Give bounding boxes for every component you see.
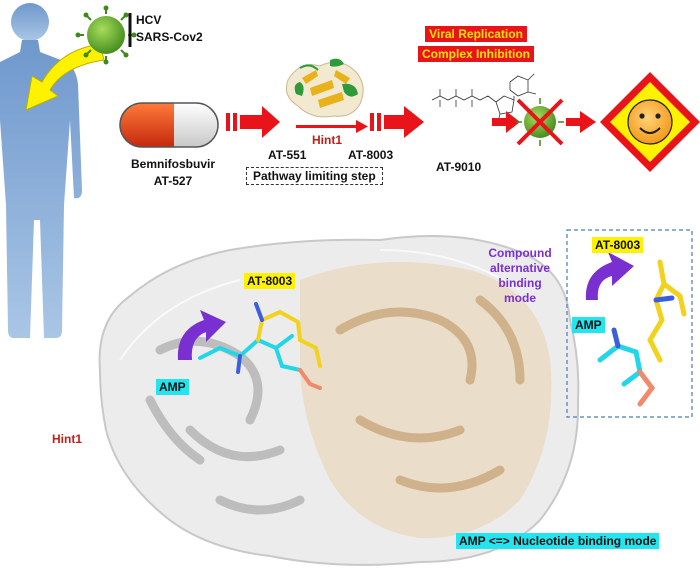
virus-list: HCV SARS-Cov2 (136, 12, 203, 46)
infection-arrow (25, 43, 105, 111)
enzyme-ribbon-icon (285, 58, 364, 118)
inset-caption: Compound alternative binding mode (478, 246, 562, 306)
inset-caption-line3: binding (498, 276, 542, 290)
hint1-protein-label: Hint1 (52, 432, 82, 446)
at551-label: AT-551 (268, 148, 307, 162)
arrow-at8003-to-at9010 (370, 106, 424, 138)
human-silhouette (0, 3, 82, 338)
inset-binding-shift-arrow (585, 252, 634, 300)
inset-ligand-sticks (597, 259, 687, 407)
at9010-label: AT-9010 (436, 160, 482, 174)
inset-caption-line4: mode (503, 291, 536, 305)
virus-item-hcv: HCV (136, 13, 162, 27)
at8003-structure-label: AT-8003 (244, 273, 296, 289)
hint1-protein-surface (98, 235, 580, 566)
inset-box (566, 229, 693, 418)
binding-shift-arrow (177, 310, 226, 360)
inset-caption-line2: alternative (489, 261, 551, 275)
pathway-limiting-step-box: Pathway limiting step (246, 167, 383, 185)
inhibition-banner: Viral Replication Complex Inhibition (418, 24, 534, 64)
drug-code: AT-527 (153, 174, 193, 188)
hint1-arrow (296, 120, 368, 133)
smiley-sign-icon (600, 72, 700, 172)
arrow-to-outcome (566, 111, 596, 133)
ligand-sticks (198, 302, 322, 390)
at8003-label: AT-8003 (348, 148, 394, 162)
arrow-to-inhibition (492, 111, 520, 133)
binding-mode-caption: AMP <=> Nucleotide binding mode (456, 533, 660, 549)
inhibited-virus-icon (516, 98, 564, 146)
capsule-icon (119, 102, 219, 148)
virus-icon (75, 5, 137, 65)
inset-caption-line1: Compound (488, 246, 552, 260)
drug-label: Bemnifosbuvir AT-527 (118, 156, 228, 190)
pathway-limiting-step-label: Pathway limiting step (253, 169, 376, 183)
inset-amp-label: AMP (572, 317, 605, 333)
inset-at8003-label: AT-8003 (592, 237, 644, 253)
triphosphate-structure-icon (431, 73, 537, 123)
inhibition-line1: Viral Replication (425, 26, 527, 42)
drug-name: Bemnifosbuvir (130, 157, 215, 171)
arrow-drug-to-at551 (226, 106, 280, 138)
hint1-enzyme-label: Hint1 (312, 133, 342, 147)
virus-item-sars: SARS-Cov2 (136, 30, 203, 44)
amp-structure-label: AMP (156, 379, 189, 395)
inhibition-line2: Complex Inhibition (418, 46, 534, 62)
